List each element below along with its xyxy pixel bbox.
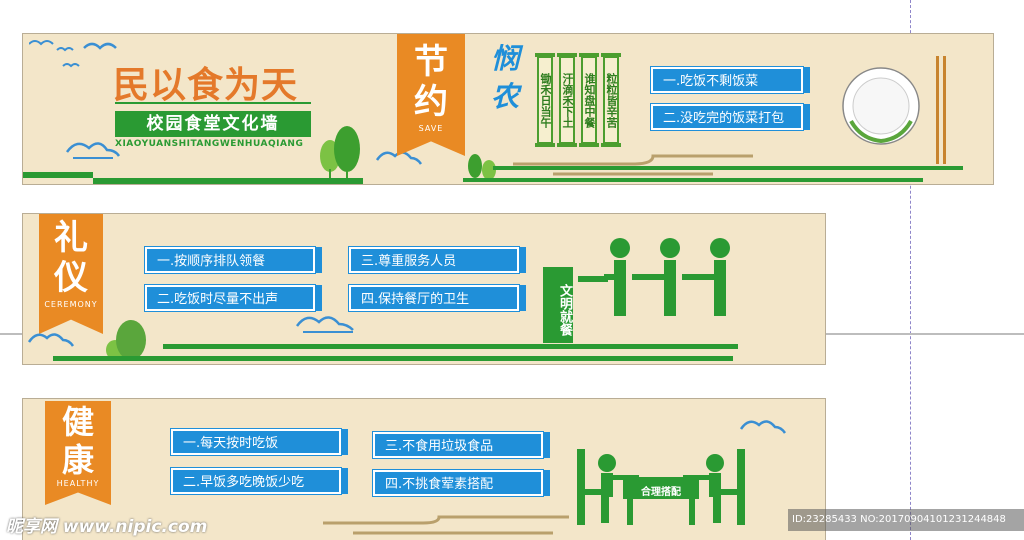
healthy-rule-1: 一.每天按时吃饭: [170, 428, 348, 456]
panel-healthy: 健康 HEALTHY 一.每天按时吃饭 二.早饭多吃晚饭少吃 三.不食用垃圾食品…: [22, 398, 826, 540]
poem-scroll-2: 汗滴禾下土: [557, 53, 577, 147]
dining-sign-text: 文明就餐: [557, 284, 572, 336]
panel-ceremony: 礼仪 CEREMONY 一.按顺序排队领餐 二.吃饭时尽量不出声 三.尊重服务人…: [22, 213, 826, 365]
ceremony-rule-3: 三.尊重服务人员: [348, 246, 526, 274]
save-ribbon: 节约 SAVE: [397, 34, 465, 156]
ceremony-ground-bar: [163, 344, 738, 349]
chopstick-right: [943, 56, 946, 164]
main-title: 民以食为天: [113, 65, 299, 106]
save-ribbon-subtitle: SAVE: [418, 124, 444, 133]
queue-figures-icon: [578, 238, 730, 316]
ceremony-rule-4: 四.保持餐厅的卫生: [348, 284, 526, 312]
ground-bar-right-2: [463, 178, 923, 182]
cloud-icon-4: [27, 333, 75, 347]
wave-line: [513, 154, 753, 176]
pinyin-text: XIAOYUANSHITANGWENHUAQIANG: [115, 139, 304, 149]
subtitle-box: 校园食堂文化墙: [115, 111, 311, 137]
healthy-rule-4: 四.不挑食荤素搭配: [372, 469, 550, 497]
healthy-rule-3: 三.不食用垃圾食品: [372, 431, 550, 459]
poem-scroll-1: 锄禾日当午: [535, 53, 555, 147]
ceremony-ribbon: 礼仪 CEREMONY: [39, 214, 103, 334]
dining-table-figures-icon: [577, 449, 745, 525]
cloud-icon-5: [739, 420, 787, 434]
panel-save: 民以食为天 校园食堂文化墙 XIAOYUANSHITANGWENHUAQIANG…: [22, 33, 994, 185]
guide-line-vertical: [910, 0, 911, 540]
chopstick-left: [936, 56, 939, 164]
poem-scroll-4: 粒粒皆辛苦: [601, 53, 621, 147]
cloud-icon: [65, 142, 121, 159]
table-label: 合理搭配: [641, 487, 681, 498]
ceremony-ribbon-subtitle: CEREMONY: [44, 300, 98, 309]
title-underline: [115, 102, 311, 104]
ground-bar-right: [493, 166, 963, 170]
tree-icon-small: [468, 154, 496, 180]
poem-scroll-3: 谁知盘中餐: [579, 53, 599, 147]
ceremony-rule-2: 二.吃饭时尽量不出声: [144, 284, 322, 312]
watermark-right: ID:23285433 NO:20170904101231244848: [788, 509, 1024, 531]
save-rule-2: 二.没吃完的饭菜打包: [650, 103, 810, 131]
watermark-left: 昵享网 www.nipic.com: [6, 517, 208, 537]
min-nong-title: 悯农: [490, 42, 519, 113]
save-ribbon-title: 节约: [414, 42, 448, 122]
healthy-ribbon-subtitle: HEALTHY: [56, 479, 100, 488]
ceremony-rule-1: 一.按顺序排队领餐: [144, 246, 322, 274]
healthy-ribbon: 健康 HEALTHY: [45, 401, 111, 505]
birds-icon: [29, 40, 117, 68]
ground-bar-left: [23, 172, 93, 178]
ground-bar-left-2: [93, 178, 363, 184]
bush-icon: [106, 320, 146, 360]
dining-sign: 文明就餐: [543, 267, 573, 343]
wave-line-2: [323, 515, 569, 535]
plate-icon: [842, 67, 920, 145]
ceremony-ribbon-title: 礼仪: [54, 218, 88, 298]
healthy-ribbon-title: 健康: [61, 403, 94, 479]
save-rule-1: 一.吃饭不剩饭菜: [650, 66, 810, 94]
ceremony-ground-bar-2: [53, 356, 733, 361]
tree-icon: [320, 126, 360, 181]
healthy-rule-2: 二.早饭多吃晚饭少吃: [170, 467, 348, 495]
cloud-icon-3: [295, 316, 354, 333]
